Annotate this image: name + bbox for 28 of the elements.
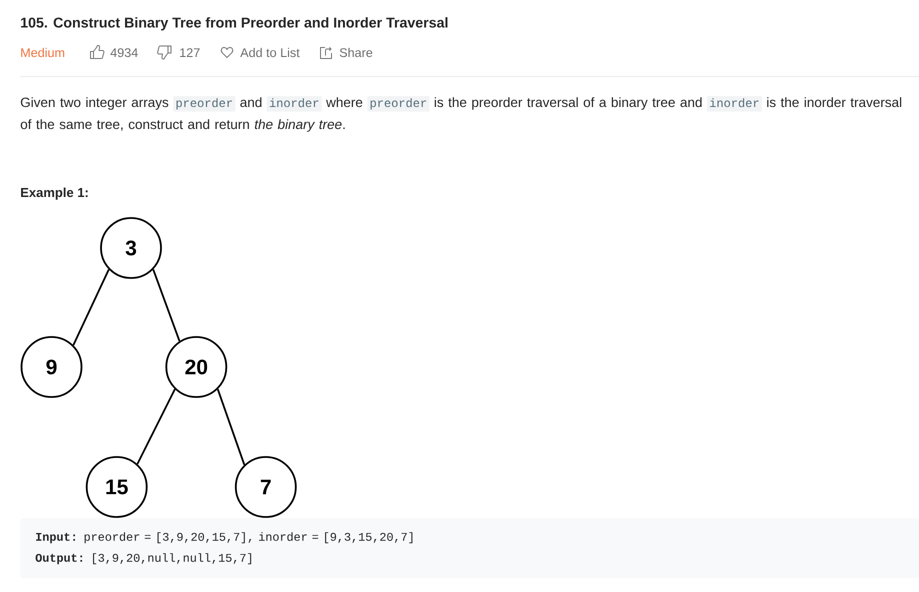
- page-title: 105. Construct Binary Tree from Preorder and Inorder Traversal: [21, 17, 448, 30]
- tree-edge: [152, 269, 180, 342]
- label: where: [326, 97, 362, 108]
- label: and: [240, 97, 262, 108]
- label: Given two integer arrays: [20, 97, 168, 110]
- paragraph: Given two integer arrays preorder and inorder where preorder is the preorder traversal of a binary tree and inorder is the inorder traversal of the same tree, construct and return the binary tree.: [20, 96, 902, 132]
- label: is the inorder traversal: [767, 97, 902, 108]
- difficulty-label: Medium: [21, 48, 64, 58]
- tree-edge: [136, 388, 176, 464]
- tree-edge: [72, 269, 110, 346]
- label: preorder: [370, 98, 426, 110]
- example-heading: Example 1:: [21, 188, 88, 200]
- label: of the same tree, construct and return the binary tree.: [20, 119, 345, 132]
- label: preorder: [176, 98, 232, 110]
- dislike-count: 127: [180, 48, 200, 57]
- share-link: Share: [340, 48, 372, 58]
- label: inorder: [710, 98, 759, 108]
- label: is the preorder traversal of a binary tree and: [434, 97, 702, 110]
- tree-node: 9: [20, 336, 82, 398]
- tree-edge: [216, 388, 246, 466]
- tree-node: 20: [165, 336, 228, 398]
- tree-node: 7: [234, 456, 297, 518]
- add-to-list-link: Add to List: [240, 48, 300, 58]
- label: inorder: [270, 98, 318, 108]
- like-count: 4934: [110, 48, 138, 58]
- code-block: Input: preorder = [3,9,20,15,7], inorder = [9,3,15,20,7] Output: [3,9,20,null,null,15,7]: [20, 518, 919, 578]
- tree-node: 15: [86, 456, 148, 518]
- tree-node: 3: [100, 217, 162, 279]
